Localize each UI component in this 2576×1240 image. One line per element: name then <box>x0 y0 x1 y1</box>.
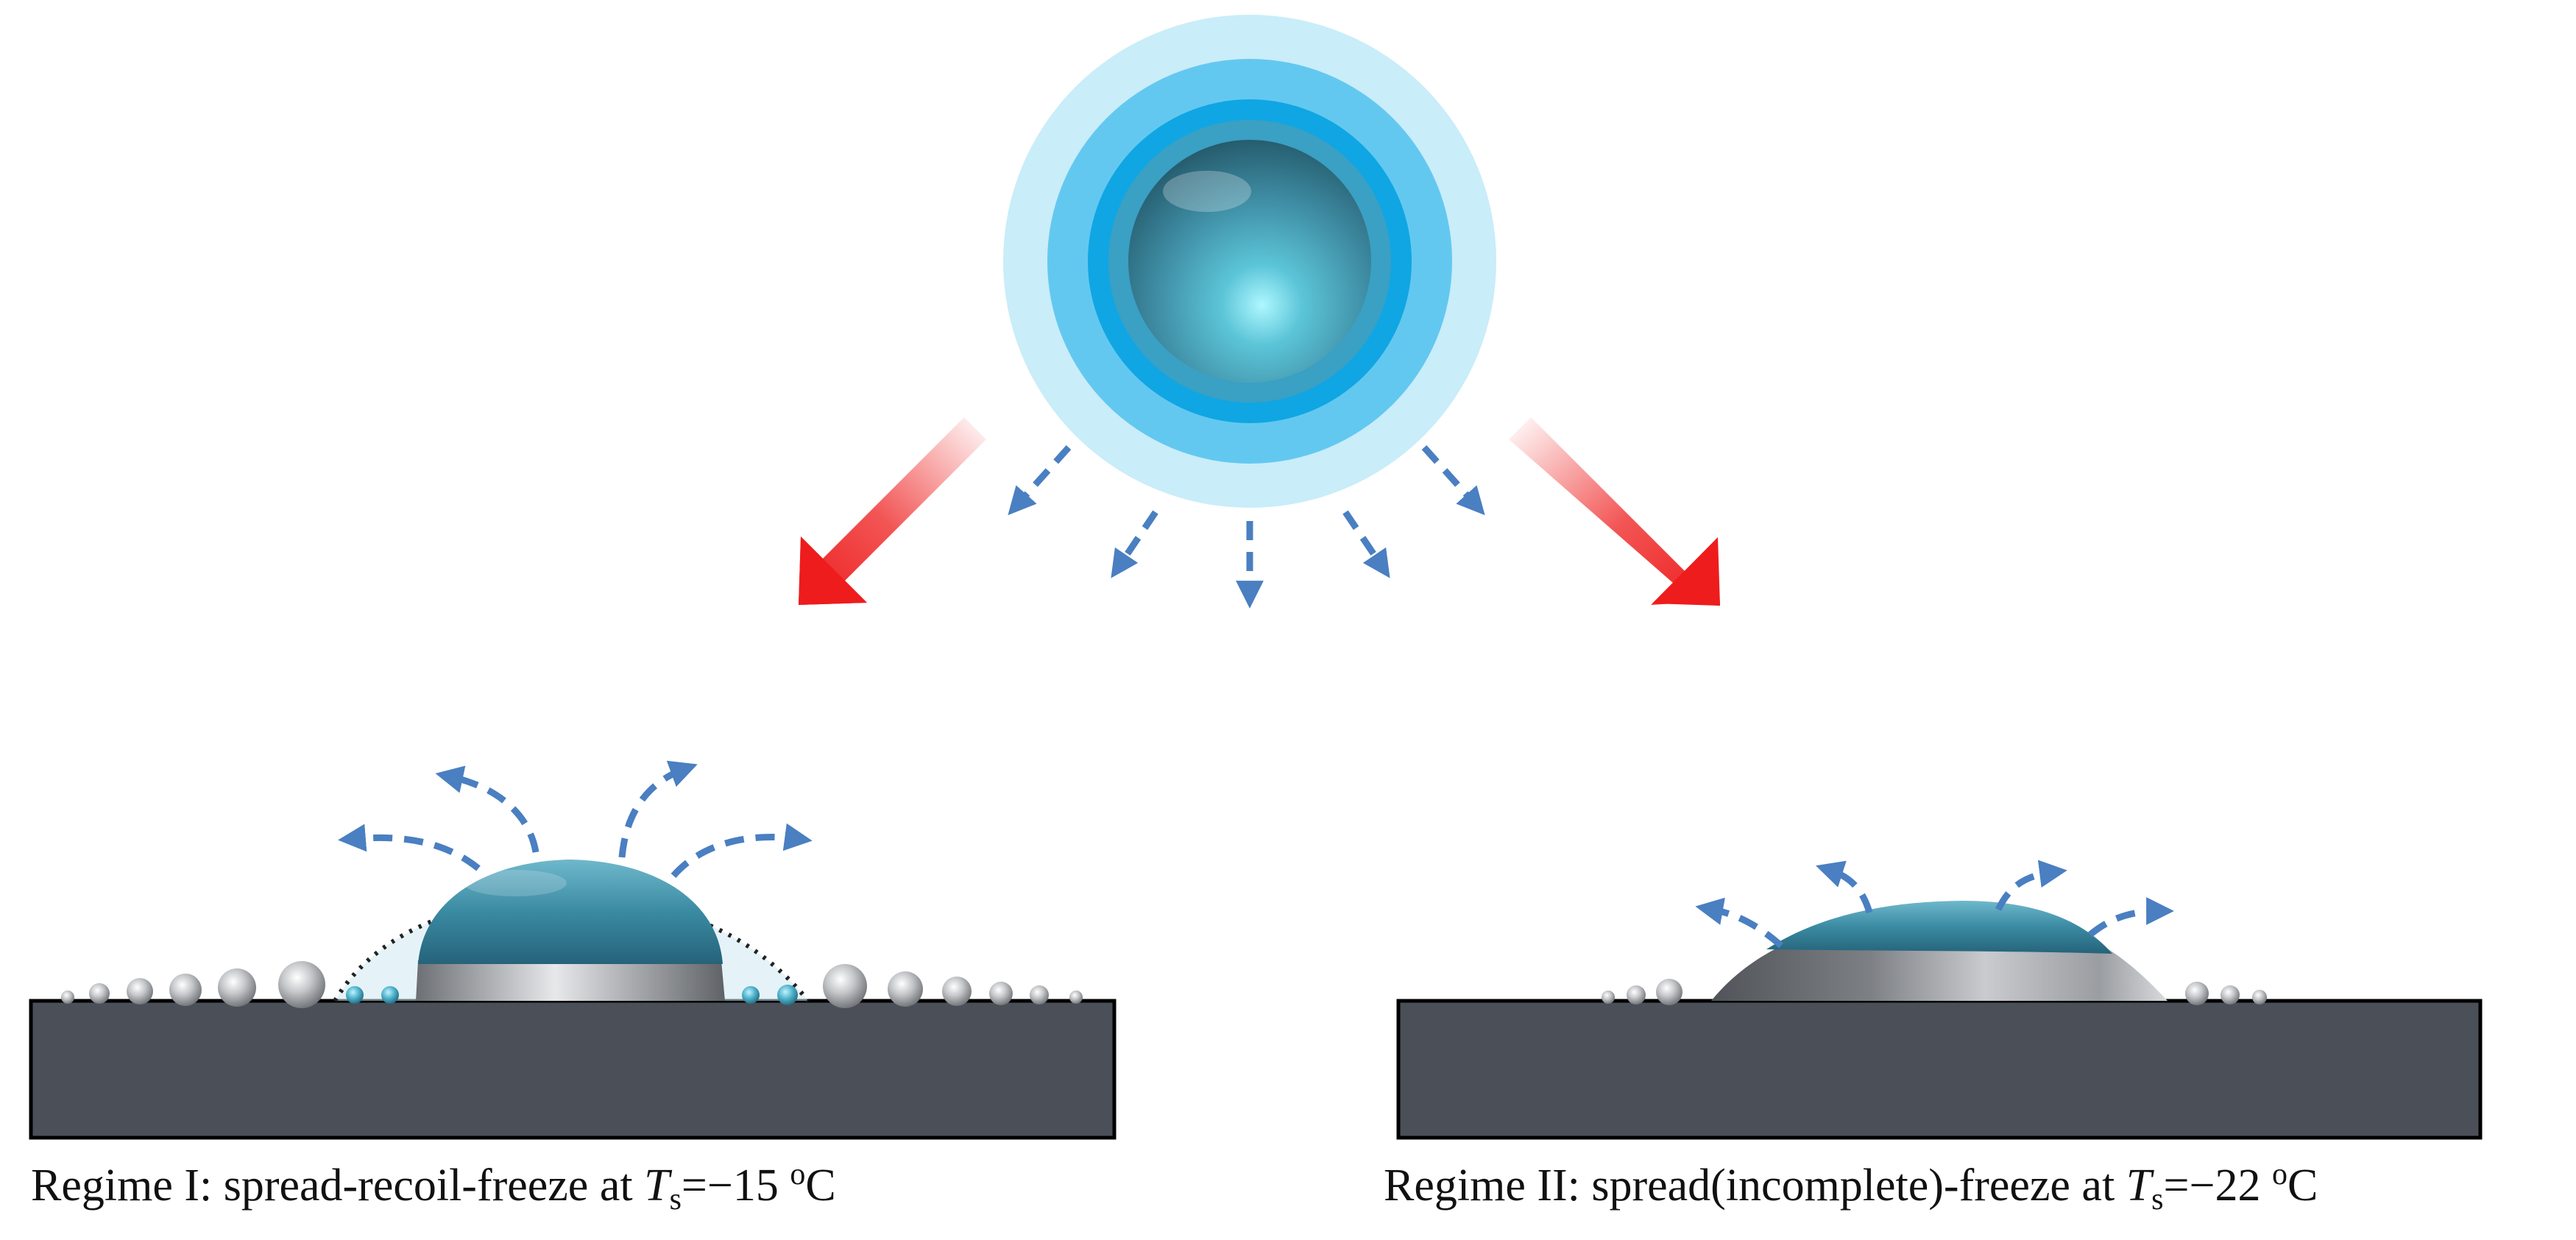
degree-superscript: o <box>790 1158 806 1191</box>
liquid-bead <box>742 986 760 1004</box>
temperature-subscript: s <box>2151 1183 2164 1216</box>
heat-arrow <box>1695 897 1783 949</box>
regime-2-panel <box>1396 860 2483 1140</box>
degree-superscript: o <box>2271 1158 2287 1191</box>
liquid-cap-left <box>418 860 723 964</box>
microsphere <box>1030 985 1049 1005</box>
incoming-droplet-group <box>1003 15 1496 508</box>
substrate-right <box>1396 999 2483 1140</box>
regime-2-caption: Regime II: spread(incomplete)-freeze at … <box>1384 1159 2318 1215</box>
droplet-highlight <box>1163 171 1251 212</box>
microsphere <box>942 977 972 1006</box>
heat-flux-arrows-right <box>1695 860 2174 949</box>
microsphere <box>2185 982 2209 1005</box>
heat-arrow <box>618 760 698 858</box>
cap-highlight <box>464 870 567 896</box>
heat-arrow <box>435 765 539 853</box>
microsphere <box>1069 991 1083 1004</box>
microsphere <box>218 968 256 1007</box>
regime-1-panel <box>29 760 1117 1140</box>
heat-arrow <box>1995 860 2067 912</box>
impact-arrow-right <box>1509 417 1720 606</box>
caption-text: Regime II: spread(incomplete)-freeze at <box>1384 1161 2126 1211</box>
surface-microspheres-left <box>61 961 1083 1008</box>
microsphere <box>989 982 1013 1005</box>
microsphere <box>1627 985 1646 1005</box>
microsphere <box>61 991 74 1004</box>
temperature-value: =−15 <box>681 1161 790 1211</box>
temperature-value: =−22 <box>2163 1161 2272 1211</box>
liquid-bead <box>777 985 798 1005</box>
microsphere <box>1656 979 1682 1005</box>
heat-arrow <box>1008 444 1072 516</box>
regime-1-caption: Regime I: spread-recoil-freeze at Ts=−15… <box>31 1159 836 1215</box>
microsphere <box>823 964 867 1008</box>
microsphere <box>2221 985 2240 1005</box>
heat-arrow <box>1111 510 1158 578</box>
microsphere <box>1602 991 1615 1004</box>
water-droplet <box>1128 140 1371 383</box>
heat-arrow <box>1342 510 1390 578</box>
caption-text: Regime I: spread-recoil-freeze at <box>31 1161 645 1211</box>
heat-arrow <box>670 823 813 878</box>
microsphere <box>278 961 325 1008</box>
microsphere <box>127 978 153 1005</box>
heat-flux-arrows-top <box>1008 444 1485 609</box>
heat-arrow <box>2088 897 2174 938</box>
liquid-bead <box>346 986 364 1004</box>
frozen-base-left <box>416 960 725 1001</box>
microsphere <box>169 974 202 1006</box>
surface-microspheres-right <box>1602 979 2267 1005</box>
liquid-bead <box>381 986 399 1004</box>
temperature-subscript: s <box>669 1183 682 1216</box>
temperature-unit: C <box>805 1161 836 1211</box>
heat-flux-arrows-left <box>338 760 813 878</box>
microsphere <box>888 971 923 1007</box>
temperature-symbol: T <box>2126 1161 2152 1211</box>
substrate-left <box>29 999 1117 1140</box>
microsphere <box>89 983 110 1004</box>
impact-arrow-left <box>799 417 988 605</box>
heat-arrow <box>1816 860 1873 914</box>
microsphere <box>2252 990 2267 1005</box>
heat-arrow <box>1421 444 1485 516</box>
temperature-unit: C <box>2287 1161 2318 1211</box>
liquid-cap-right <box>1766 901 2112 954</box>
temperature-symbol: T <box>644 1161 670 1211</box>
heat-arrow <box>338 823 481 871</box>
